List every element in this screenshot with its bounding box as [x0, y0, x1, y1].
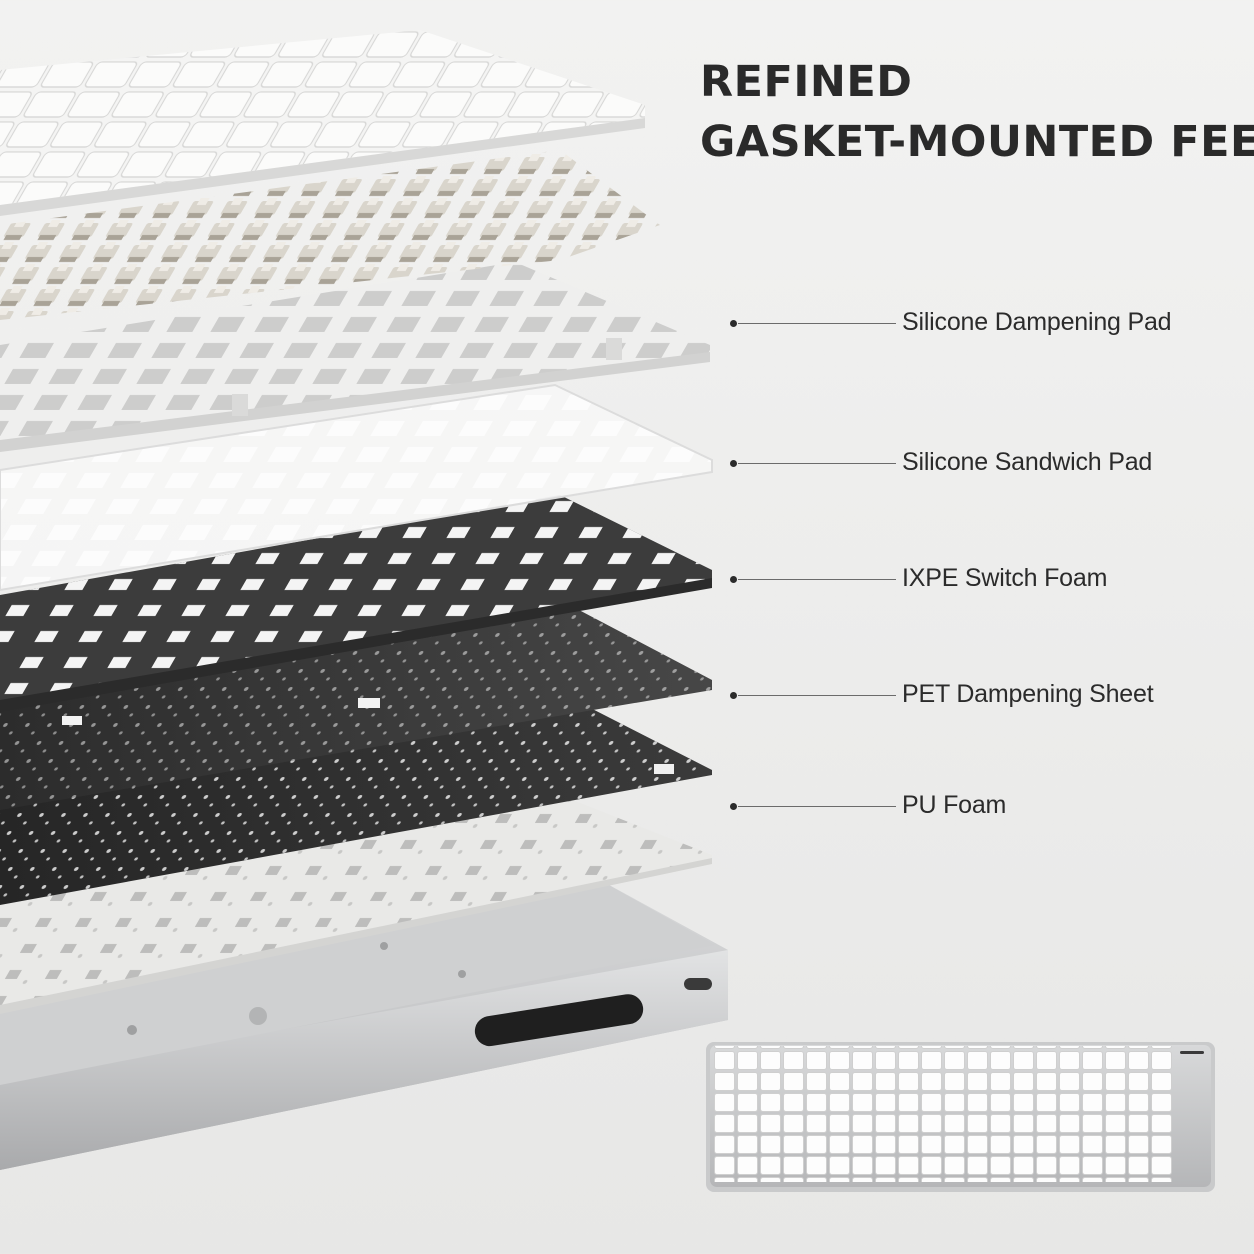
assembled-keyboard-thumbnail: [706, 1042, 1215, 1192]
ixpe-switch-foam-layer: [0, 600, 712, 810]
callout-leader-line: [738, 323, 896, 324]
callout-dot: [730, 692, 737, 699]
callout-label: PU Foam: [902, 791, 1007, 819]
keycaps-layer: [0, 30, 645, 216]
silicone-dampening-pad-layer: [0, 262, 710, 452]
callout-leader-line: [738, 806, 896, 807]
callout-ixpe-switch-foam: IXPE Switch Foam: [730, 564, 1250, 592]
callout-label: IXPE Switch Foam: [902, 564, 1108, 592]
callout-leader-line: [738, 695, 896, 696]
callout-dot: [730, 803, 737, 810]
switch-foam-upper-layer: [0, 495, 712, 712]
silicone-sandwich-pad-layer: [0, 383, 713, 592]
aluminum-case: [0, 880, 728, 1170]
callout-label: Silicone Sandwich Pad: [902, 448, 1153, 476]
pet-dampening-sheet-layer: [0, 695, 712, 905]
callout-leader-line: [738, 579, 896, 580]
callout-silicone-dampening-pad: Silicone Dampening Pad: [730, 308, 1250, 336]
callout-leader-line: [738, 463, 896, 464]
callout-dot: [730, 320, 737, 327]
callout-pu-foam: PU Foam: [730, 791, 1250, 819]
callout-label: Silicone Dampening Pad: [902, 308, 1172, 336]
pu-foam-layer: [0, 795, 712, 1014]
callout-silicone-sandwich-pad: Silicone Sandwich Pad: [730, 448, 1250, 476]
callout-label: PET Dampening Sheet: [902, 680, 1154, 708]
headline: REFINED GASKET-MOUNTED FEEL: [700, 52, 1254, 172]
switches-layer: [0, 150, 660, 320]
callout-pet-dampening-sheet: PET Dampening Sheet: [730, 680, 1250, 708]
callout-dot: [730, 460, 737, 467]
headline-line-1: REFINED: [700, 57, 913, 107]
callout-dot: [730, 576, 737, 583]
headline-line-2: GASKET-MOUNTED FEEL: [700, 117, 1254, 167]
